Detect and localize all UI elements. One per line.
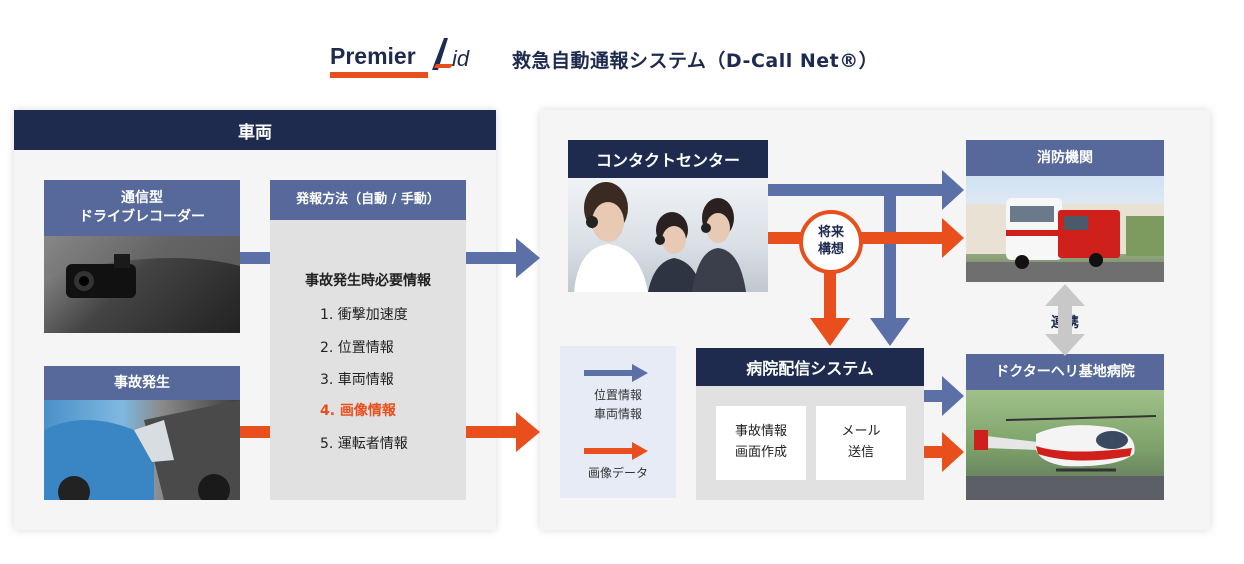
method-label: 発報方法（自動 / 手動） [270, 180, 466, 220]
dashcam-label-text: 通信型 ドライブレコーダー [79, 190, 205, 225]
report-card: 事故情報 画面作成 [716, 406, 806, 480]
accident-label: 事故発生 [44, 366, 240, 400]
heli-hospital-photo [966, 390, 1164, 500]
dashcam-label: 通信型 ドライブレコーダー [44, 180, 240, 236]
svg-text:Premier: Premier [330, 43, 416, 69]
dashcam-photo [44, 236, 240, 333]
fire-department-label: 消防機関 [966, 140, 1164, 176]
info-item: 1. 衝撃加速度 [320, 307, 408, 323]
mail-card-text: メール 送信 [841, 424, 881, 460]
svg-text:id: id [452, 46, 470, 71]
contact-center-photo [568, 178, 768, 292]
info-item: 2. 位置情報 [320, 340, 394, 356]
premier-aid-logo: Premier id [328, 34, 488, 82]
heli-hospital-label: ドクターヘリ基地病院 [966, 354, 1164, 390]
hospital-system-label: 病院配信システム [696, 348, 924, 386]
mail-card: メール 送信 [816, 406, 906, 480]
accident-photo [44, 400, 240, 500]
future-concept-text: 将来 構想 [817, 225, 844, 257]
future-concept-badge: 将来 構想 [799, 210, 863, 274]
info-item: 5. 運転者情報 [320, 436, 408, 452]
legend-image-label: 画像データ [587, 466, 648, 480]
method-box [270, 220, 466, 500]
report-card-text: 事故情報 画面作成 [734, 424, 787, 460]
fire-department-photo [966, 176, 1164, 282]
info-heading: 事故発生時必要情報 [305, 273, 431, 289]
info-item-highlighted: 4. 画像情報 [320, 403, 396, 419]
legend-position-label: 位置情報 車両情報 [593, 388, 642, 422]
vehicle-header: 車両 [14, 110, 496, 150]
page-title: 救急自動通報システム（D-Call Net®） [512, 50, 879, 72]
contact-center-label: コンタクトセンター [568, 140, 768, 178]
info-item: 3. 車両情報 [320, 372, 394, 388]
